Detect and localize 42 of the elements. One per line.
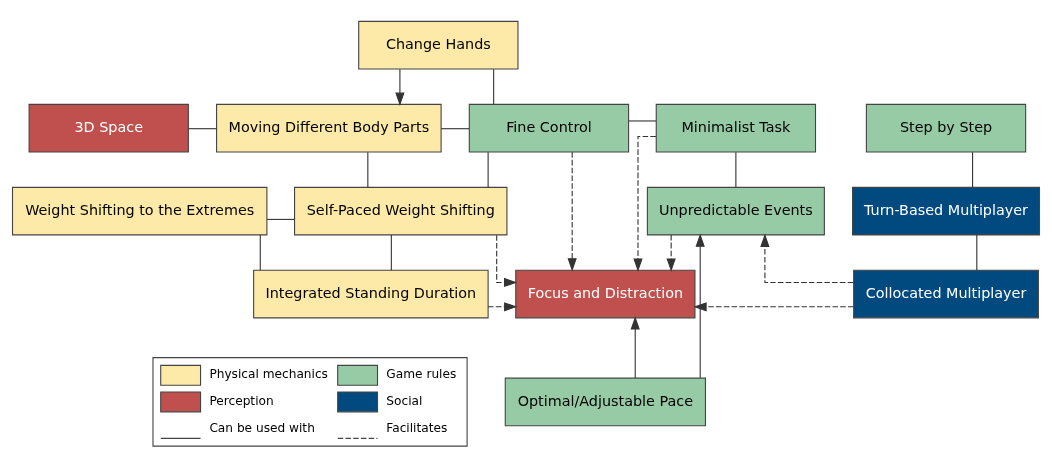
node-box: Change Hands <box>358 20 519 70</box>
arrow <box>630 315 640 379</box>
arrow <box>633 135 657 272</box>
node-box: Integrated Standing Duration <box>253 269 489 318</box>
connector <box>367 151 369 188</box>
legend-label: Game rules <box>386 366 457 381</box>
connector <box>972 151 974 188</box>
connector <box>259 234 261 271</box>
legend-label: Physical mechanics <box>209 366 328 381</box>
legend-label: Facilitates <box>386 420 448 435</box>
arrow <box>695 232 705 378</box>
node-box: Turn-Based Multiplayer <box>852 186 1041 235</box>
node-box: Unpredictable Events <box>646 186 825 235</box>
connector <box>266 218 295 220</box>
connector <box>487 151 489 188</box>
connector <box>628 119 657 122</box>
connector <box>493 68 495 105</box>
arrow <box>567 151 577 272</box>
arrow <box>693 301 854 311</box>
node-box: Moving Different Body Parts <box>216 103 442 152</box>
connector <box>187 127 217 129</box>
node-box: Step by Step <box>865 103 1027 152</box>
node-box: Focus and Distraction <box>515 269 696 318</box>
arrow <box>760 233 854 283</box>
arrow <box>666 234 676 272</box>
arrow <box>487 301 518 311</box>
node-box: 3D Space <box>28 103 189 152</box>
node-box: Weight Shifting to the Extremes <box>11 186 268 235</box>
connector <box>735 151 737 188</box>
legend-label: Social <box>386 393 423 408</box>
legend-label: Perception <box>209 393 274 408</box>
legend-label: Can be used with <box>209 420 315 435</box>
connector <box>440 127 470 129</box>
node-box: Fine Control <box>468 103 630 152</box>
arrow <box>496 234 518 287</box>
connector <box>976 234 978 271</box>
node-box: Self-Paced Weight Shifting <box>294 186 508 235</box>
node-box: Collocated Multiplayer <box>853 269 1039 318</box>
connector <box>390 234 392 271</box>
arrow <box>395 68 405 106</box>
node-box: Minimalist Task <box>655 103 817 152</box>
node-box: Optimal/Adjustable Pace <box>504 377 706 426</box>
